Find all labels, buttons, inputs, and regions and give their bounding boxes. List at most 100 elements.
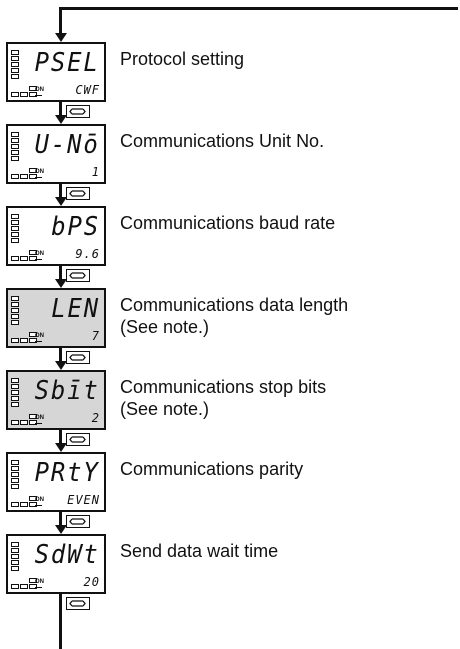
mode-key-icon[interactable] bbox=[66, 269, 90, 282]
step-caption: Communications parity bbox=[120, 458, 303, 480]
operation-indicator bbox=[11, 420, 19, 425]
flow-connector-line bbox=[59, 348, 62, 363]
indicator-led bbox=[11, 150, 19, 155]
indicator-led bbox=[11, 466, 19, 471]
mode-key-icon[interactable] bbox=[66, 187, 90, 200]
seven-segment-display-main: Sbīt bbox=[35, 376, 100, 406]
indicator-led bbox=[11, 302, 19, 307]
indicator-led bbox=[11, 56, 19, 61]
operation-indicator bbox=[29, 332, 37, 337]
indicator-led bbox=[11, 314, 19, 319]
mode-key-icon[interactable] bbox=[66, 433, 90, 446]
on-indicator-mark bbox=[35, 587, 42, 588]
operation-indicator bbox=[20, 338, 28, 343]
indicator-led bbox=[11, 554, 19, 559]
operation-indicator bbox=[11, 584, 19, 589]
operation-indicator bbox=[29, 502, 37, 507]
operation-indicator bbox=[20, 256, 28, 261]
mode-key-icon[interactable] bbox=[66, 515, 90, 528]
seven-segment-display-sub: 2 bbox=[91, 411, 100, 425]
on-indicator-mark bbox=[35, 505, 42, 506]
step-caption: Protocol setting bbox=[120, 48, 244, 70]
operation-indicator bbox=[29, 496, 37, 501]
down-arrow-icon bbox=[54, 115, 67, 124]
indicator-led bbox=[11, 214, 19, 219]
operation-indicator bbox=[20, 502, 28, 507]
operation-indicator bbox=[11, 174, 19, 179]
operation-indicators bbox=[11, 85, 51, 97]
operation-indicator bbox=[20, 420, 28, 425]
indicator-led bbox=[11, 390, 19, 395]
operation-indicator bbox=[29, 338, 37, 343]
operation-indicator bbox=[29, 86, 37, 91]
operation-indicator bbox=[29, 584, 37, 589]
seven-segment-display-sub: 20 bbox=[83, 575, 100, 589]
operation-indicators bbox=[11, 495, 51, 507]
indicator-led bbox=[11, 138, 19, 143]
step-caption: Communications data length(See note.) bbox=[120, 294, 348, 338]
indicator-led bbox=[11, 320, 19, 325]
step-note: (See note.) bbox=[120, 399, 210, 419]
operation-indicator bbox=[29, 578, 37, 583]
step-note: (See note.) bbox=[120, 317, 210, 337]
flow-connector-line bbox=[59, 7, 62, 35]
mode-key-icon[interactable] bbox=[66, 597, 90, 610]
mode-key-icon[interactable] bbox=[66, 351, 90, 364]
operation-indicators bbox=[11, 577, 51, 589]
step-caption-text: Communications stop bits bbox=[120, 377, 327, 397]
flow-connector-line bbox=[59, 512, 62, 527]
seven-segment-display-main: bPS bbox=[51, 212, 100, 242]
on-indicator-label: ON bbox=[35, 251, 44, 257]
operation-indicator bbox=[29, 414, 37, 419]
step-caption: Communications stop bits(See note.) bbox=[120, 376, 326, 420]
down-arrow-icon bbox=[54, 279, 67, 288]
mode-key-icon[interactable] bbox=[66, 105, 90, 118]
operation-indicator bbox=[29, 92, 37, 97]
seven-segment-display-main: LEN bbox=[51, 294, 100, 324]
operation-indicator bbox=[29, 256, 37, 261]
down-arrow-icon bbox=[54, 361, 67, 370]
indicator-led bbox=[11, 478, 19, 483]
indicator-led bbox=[11, 232, 19, 237]
operation-indicator bbox=[29, 168, 37, 173]
display-panel: ON Sbīt 2 bbox=[6, 370, 106, 430]
seven-segment-display-sub: 7 bbox=[91, 329, 100, 343]
seven-segment-display-main: SdWt bbox=[35, 540, 100, 570]
indicator-led bbox=[11, 144, 19, 149]
operation-indicators bbox=[11, 167, 51, 179]
step-caption: Send data wait time bbox=[120, 540, 278, 562]
step-caption-text: Communications data length bbox=[120, 295, 349, 315]
indicator-led bbox=[11, 402, 19, 407]
indicator-led bbox=[11, 396, 19, 401]
flow-return-line bbox=[60, 7, 458, 10]
on-indicator-label: ON bbox=[35, 415, 44, 421]
on-indicator-mark bbox=[35, 341, 42, 342]
flow-connector-line bbox=[59, 266, 62, 281]
indicator-led bbox=[11, 460, 19, 465]
seven-segment-display-main: PSEL bbox=[35, 48, 100, 78]
indicator-leds bbox=[11, 378, 19, 408]
step-caption: Communications baud rate bbox=[120, 212, 335, 234]
on-indicator-label: ON bbox=[35, 497, 44, 503]
operation-indicator bbox=[11, 256, 19, 261]
flow-connector-line bbox=[59, 594, 62, 649]
on-indicator-mark bbox=[35, 177, 42, 178]
indicator-led bbox=[11, 384, 19, 389]
indicator-led bbox=[11, 548, 19, 553]
step-caption-text: Communications Unit No. bbox=[120, 131, 325, 151]
operation-indicator bbox=[11, 338, 19, 343]
indicator-led bbox=[11, 62, 19, 67]
indicator-led bbox=[11, 472, 19, 477]
on-indicator-label: ON bbox=[35, 87, 44, 93]
operation-indicator bbox=[11, 502, 19, 507]
indicator-led bbox=[11, 74, 19, 79]
seven-segment-display-sub: EVEN bbox=[67, 493, 100, 507]
step-caption-text: Protocol setting bbox=[120, 49, 245, 69]
indicator-led bbox=[11, 226, 19, 231]
